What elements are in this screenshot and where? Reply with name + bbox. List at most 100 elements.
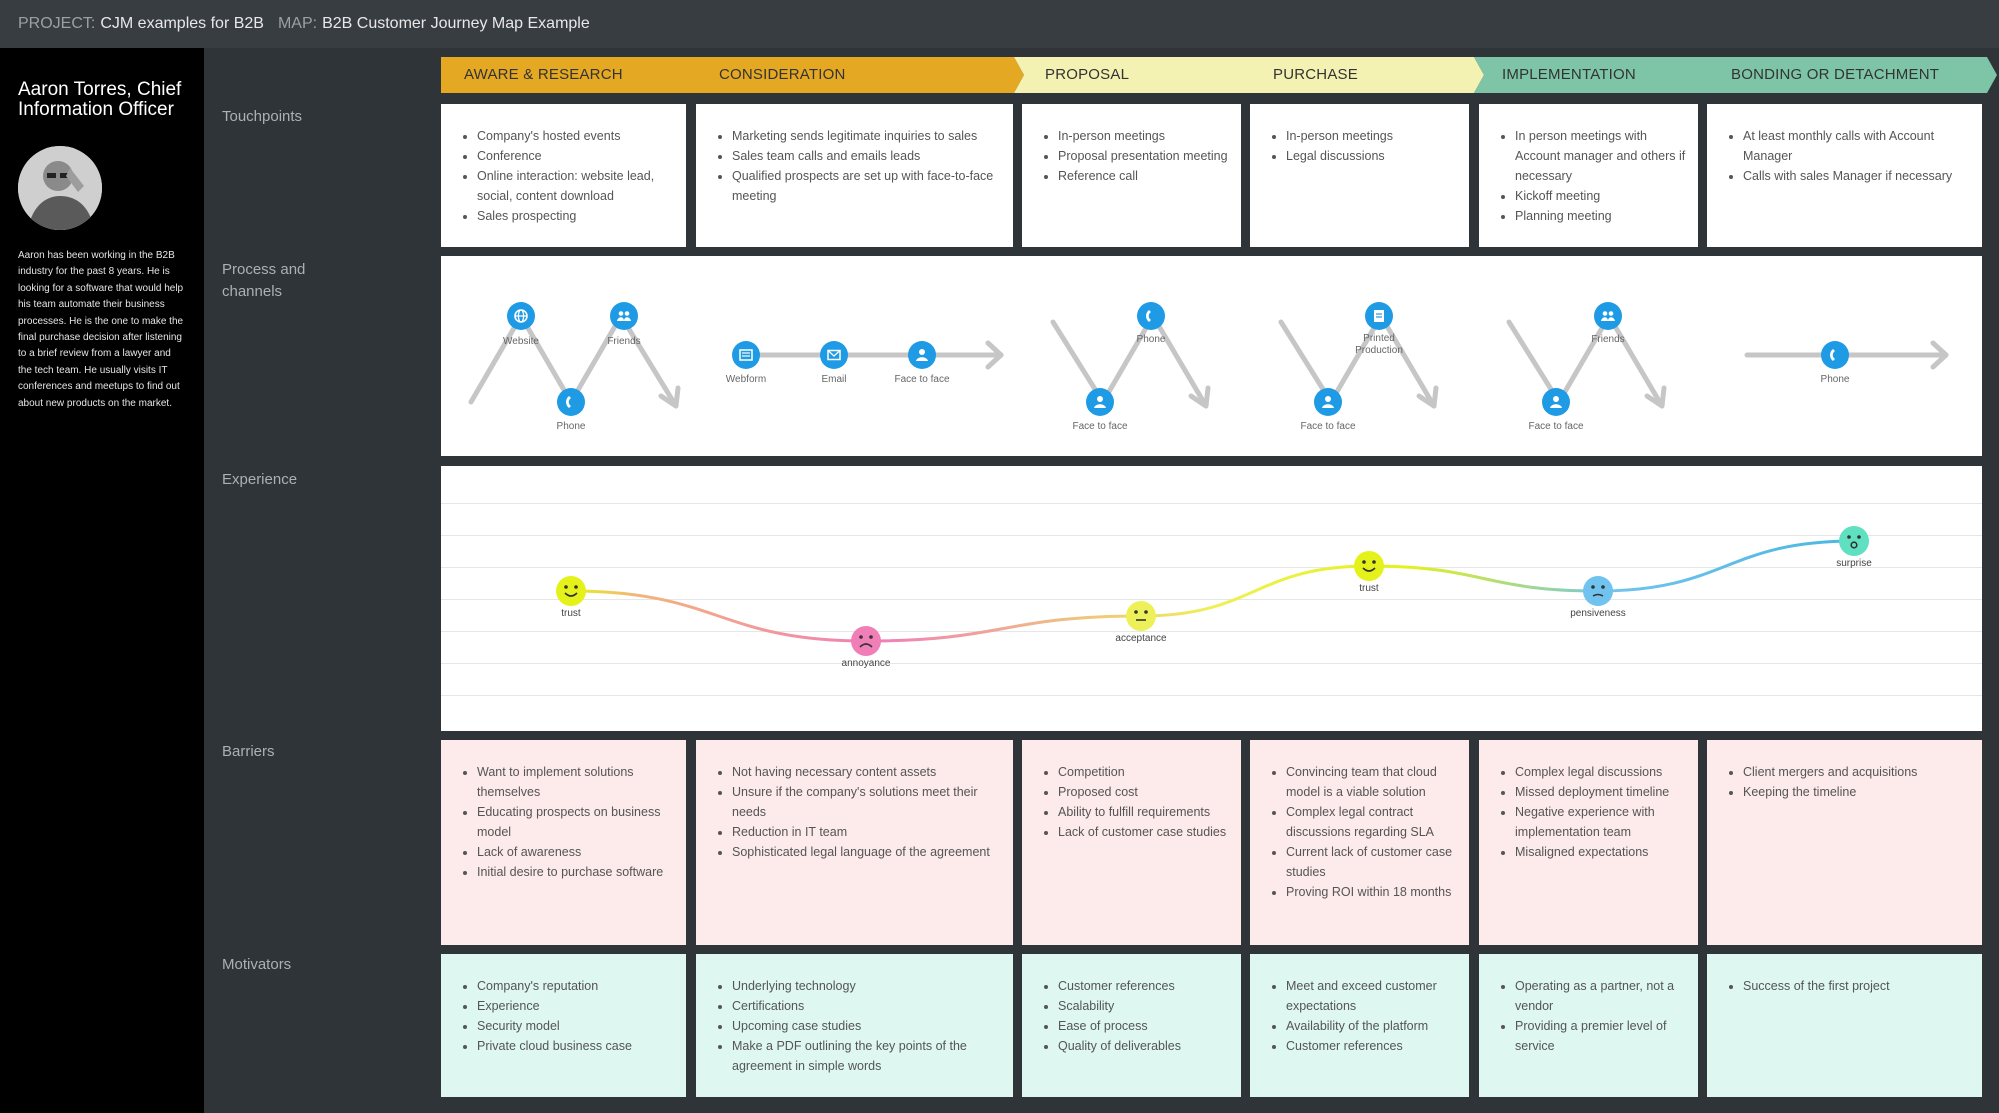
barrier-card[interactable]: Not having necessary content assetsUnsur…: [696, 740, 1013, 945]
list-item: Quality of deliverables: [1058, 1036, 1233, 1056]
emotion-pensive-icon[interactable]: [1583, 576, 1613, 606]
stage-proposal[interactable]: PROPOSAL: [1045, 66, 1130, 83]
barrier-card[interactable]: Want to implement solutions themselvesEd…: [441, 740, 686, 945]
row-label-touchpoints: Touchpoints: [222, 108, 303, 125]
list-item: Proving ROI within 18 months: [1286, 882, 1461, 902]
row-label-process: Process and channels: [222, 261, 306, 300]
list-item: Underlying technology: [732, 976, 1005, 996]
list-item: Complex legal contract discussions regar…: [1286, 802, 1461, 842]
motivator-card[interactable]: Underlying technologyCertificationsUpcom…: [696, 954, 1013, 1097]
touchpoint-card[interactable]: At least monthly calls with Account Mana…: [1707, 104, 1982, 247]
people-icon[interactable]: [610, 302, 638, 330]
emotion-sad-icon[interactable]: [851, 626, 881, 656]
motivator-list: Customer referencesScalabilityEase of pr…: [1022, 954, 1241, 1056]
barrier-card[interactable]: Convincing team that cloud model is a vi…: [1250, 740, 1469, 945]
phone-icon[interactable]: [1821, 341, 1849, 369]
touchpoint-card[interactable]: In-person meetingsLegal discussions: [1250, 104, 1469, 247]
row-label-barriers: Barriers: [222, 743, 275, 760]
project-name[interactable]: CJM examples for B2B: [100, 15, 264, 32]
barrier-card[interactable]: Complex legal discussionsMissed deployme…: [1479, 740, 1698, 945]
journey-map: Touchpoints Process and channels Experie…: [204, 48, 1999, 1113]
list-item: Customer references: [1286, 1036, 1461, 1056]
emotion-label: trust: [1359, 583, 1379, 594]
stage-bonding-detachment[interactable]: BONDING OR DETACHMENT: [1731, 66, 1940, 83]
stage-aware-research[interactable]: AWARE & RESEARCH: [464, 66, 623, 83]
touchpoint-card[interactable]: In-person meetingsProposal presentation …: [1022, 104, 1241, 247]
mail-icon[interactable]: [820, 341, 848, 369]
motivator-card[interactable]: Meet and exceed customer expectationsAva…: [1250, 954, 1469, 1097]
motivator-card[interactable]: Customer referencesScalabilityEase of pr…: [1022, 954, 1241, 1097]
phone-icon[interactable]: [557, 388, 585, 416]
barrier-list: Convincing team that cloud model is a vi…: [1250, 740, 1469, 902]
barrier-card[interactable]: Client mergers and acquisitionsKeeping t…: [1707, 740, 1982, 945]
person-icon[interactable]: [1542, 388, 1570, 416]
person-icon[interactable]: [1086, 388, 1114, 416]
touchpoint-list: In person meetings with Account manager …: [1479, 104, 1698, 226]
touchpoint-list: Marketing sends legitimate inquiries to …: [696, 104, 1013, 206]
map-name[interactable]: B2B Customer Journey Map Example: [322, 15, 590, 32]
list-item: Current lack of customer case studies: [1286, 842, 1461, 882]
list-item: Make a PDF outlining the key points of t…: [732, 1036, 1005, 1076]
emotion-happy-icon[interactable]: [1354, 551, 1384, 581]
list-item: In person meetings with Account manager …: [1515, 126, 1690, 186]
list-item: Conference: [477, 146, 678, 166]
grid-line: [441, 567, 1982, 568]
motivator-list: Success of the first project: [1707, 954, 1982, 996]
people-icon[interactable]: [1594, 302, 1622, 330]
barrier-card[interactable]: CompetitionProposed costAbility to fulfi…: [1022, 740, 1241, 945]
motivator-list: Meet and exceed customer expectationsAva…: [1250, 954, 1469, 1056]
list-item: Certifications: [732, 996, 1005, 1016]
touchpoint-card[interactable]: In person meetings with Account manager …: [1479, 104, 1698, 247]
channel-label-website: Website: [503, 336, 539, 347]
touchpoint-card[interactable]: Company's hosted eventsConferenceOnline …: [441, 104, 686, 247]
list-item: Ease of process: [1058, 1016, 1233, 1036]
avatar: [18, 146, 102, 230]
channel-label-friends: Friends: [1591, 334, 1625, 345]
list-item: Calls with sales Manager if necessary: [1743, 166, 1974, 186]
person-icon[interactable]: [1314, 388, 1342, 416]
form-icon[interactable]: [732, 341, 760, 369]
motivator-list: Operating as a partner, not a vendorProv…: [1479, 954, 1698, 1056]
persona-sidebar: Aaron Torres, Chief Information Officer …: [0, 48, 204, 1113]
barrier-list: CompetitionProposed costAbility to fulfi…: [1022, 740, 1241, 842]
channel-label-phone: Phone: [1136, 334, 1166, 345]
emotion-neutral-icon[interactable]: [1126, 601, 1156, 631]
document-icon[interactable]: [1365, 302, 1393, 330]
list-item: Competition: [1058, 762, 1233, 782]
channel-label-email: Email: [821, 374, 847, 385]
touchpoint-card[interactable]: Marketing sends legitimate inquiries to …: [696, 104, 1013, 247]
list-item: Ability to fulfill requirements: [1058, 802, 1233, 822]
grid-line: [441, 535, 1982, 536]
channel-label-friends: Friends: [607, 336, 641, 347]
grid-line: [441, 663, 1982, 664]
grid-line: [441, 695, 1982, 696]
list-item: In-person meetings: [1058, 126, 1233, 146]
motivator-card[interactable]: Success of the first project: [1707, 954, 1982, 1097]
grid-line: [441, 503, 1982, 504]
emotion-label: surprise: [1836, 558, 1872, 569]
emotion-label: trust: [561, 608, 581, 619]
motivator-card[interactable]: Operating as a partner, not a vendorProv…: [1479, 954, 1698, 1097]
list-item: Experience: [477, 996, 678, 1016]
channels-panel[interactable]: Website Friends Phone Webform Email Face…: [441, 256, 1982, 456]
project-label: PROJECT:: [18, 15, 96, 32]
channel-label-phone: Phone: [556, 421, 586, 432]
stage-consideration[interactable]: CONSIDERATION: [719, 66, 846, 83]
person-icon[interactable]: [908, 341, 936, 369]
list-item: Educating prospects on business model: [477, 802, 678, 842]
emotion-happy-icon[interactable]: [556, 576, 586, 606]
stage-purchase[interactable]: PURCHASE: [1273, 66, 1358, 83]
list-item: Reduction in IT team: [732, 822, 1005, 842]
stage-implementation[interactable]: IMPLEMENTATION: [1502, 66, 1636, 83]
motivator-card[interactable]: Company's reputationExperienceSecurity m…: [441, 954, 686, 1097]
persona-bio: Aaron has been working in the B2B indust…: [18, 250, 184, 409]
globe-icon[interactable]: [507, 302, 535, 330]
list-item: Meet and exceed customer expectations: [1286, 976, 1461, 1016]
list-item: Private cloud business case: [477, 1036, 678, 1056]
phone-icon[interactable]: [1137, 302, 1165, 330]
channel-label-face-to-face: Face to face: [1300, 421, 1356, 432]
map-label: MAP:: [277, 15, 318, 32]
list-item: Security model: [477, 1016, 678, 1036]
emotion-surprised-icon[interactable]: [1839, 526, 1869, 556]
